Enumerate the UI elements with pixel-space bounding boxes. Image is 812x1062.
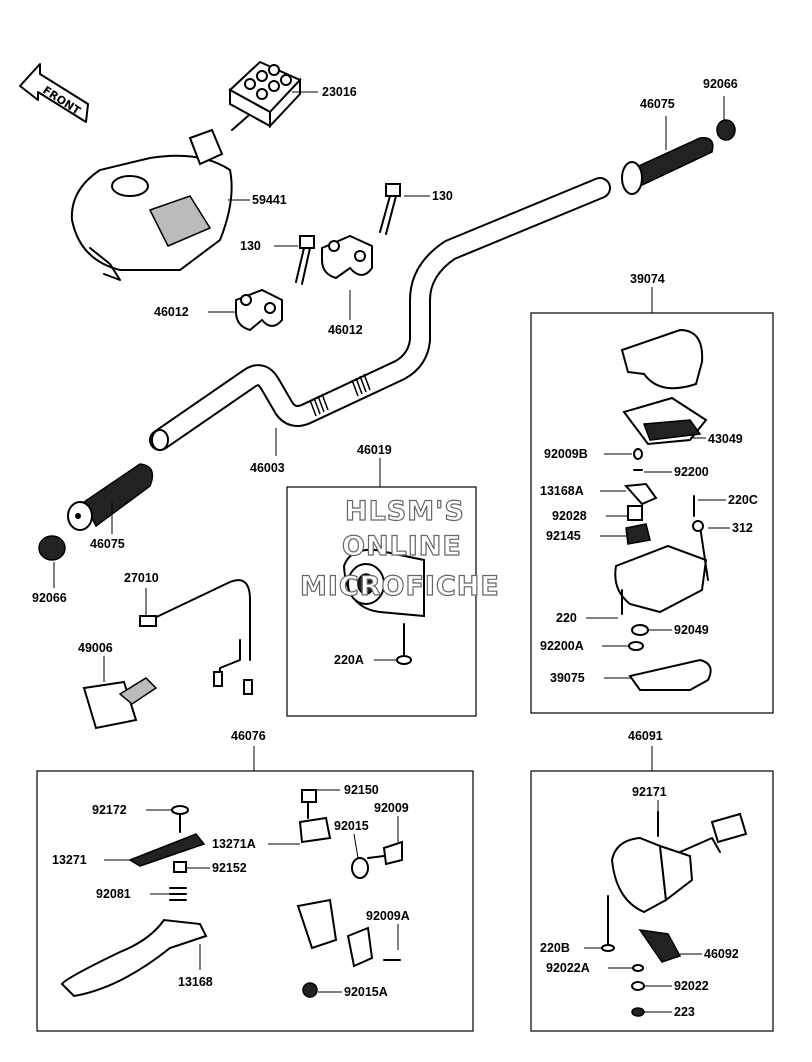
throttle-parts bbox=[614, 328, 712, 691]
housing-46019 bbox=[342, 548, 425, 618]
screw-220A bbox=[396, 623, 412, 665]
watermark-line-3: MICROFICHE bbox=[300, 571, 500, 602]
holder-upper bbox=[235, 234, 373, 332]
label-46076: 46076 bbox=[231, 729, 266, 743]
label-92066-b: 92066 bbox=[32, 591, 67, 605]
label-92049: 92049 bbox=[674, 623, 709, 637]
label-49006: 49006 bbox=[78, 641, 113, 655]
watermark: HLSM'S ONLINE MICROFICHE bbox=[299, 495, 500, 602]
label-92145: 92145 bbox=[546, 529, 581, 543]
label-92022: 92022 bbox=[674, 979, 709, 993]
label-92150: 92150 bbox=[344, 783, 379, 797]
label-92009B: 92009B bbox=[544, 447, 588, 461]
label-220: 220 bbox=[556, 611, 577, 625]
watermark-line-2: ONLINE bbox=[342, 531, 462, 562]
boot bbox=[82, 677, 158, 730]
label-23016: 23016 bbox=[322, 85, 357, 99]
label-13168: 13168 bbox=[178, 975, 213, 989]
front-arrow-icon: FRONT bbox=[19, 63, 89, 123]
label-220A: 220A bbox=[334, 653, 364, 667]
bolt-130-b bbox=[379, 183, 401, 235]
watermark-line-1: HLSM'S bbox=[345, 496, 465, 527]
label-39075: 39075 bbox=[550, 671, 585, 685]
label-92009A: 92009A bbox=[366, 909, 410, 923]
label-92015A: 92015A bbox=[344, 985, 388, 999]
label-92066-a: 92066 bbox=[703, 77, 738, 91]
label-92028: 92028 bbox=[552, 509, 587, 523]
label-46003: 46003 bbox=[250, 461, 285, 475]
label-130-b: 130 bbox=[432, 189, 453, 203]
label-92200A: 92200A bbox=[540, 639, 584, 653]
part-labels: 23016 59441 130 130 46012 46012 46003 92… bbox=[32, 77, 758, 1019]
box-46019 bbox=[286, 486, 477, 717]
label-92200: 92200 bbox=[674, 465, 709, 479]
label-92081: 92081 bbox=[96, 887, 131, 901]
label-46075-b: 46075 bbox=[90, 537, 125, 551]
box-46076 bbox=[36, 770, 474, 1032]
lever-assembly bbox=[60, 789, 403, 998]
label-13271: 13271 bbox=[52, 853, 87, 867]
label-92152: 92152 bbox=[212, 861, 247, 875]
grip-left bbox=[38, 463, 154, 561]
label-92015: 92015 bbox=[334, 819, 369, 833]
label-46019: 46019 bbox=[357, 443, 392, 457]
throttle-cable bbox=[139, 579, 253, 695]
switch-assembly bbox=[601, 811, 748, 1017]
label-220C: 220C bbox=[728, 493, 758, 507]
label-13271A: 13271A bbox=[212, 837, 256, 851]
label-39074: 39074 bbox=[630, 272, 665, 286]
label-46091: 46091 bbox=[628, 729, 663, 743]
bolt-130-a bbox=[295, 235, 315, 285]
grip-right bbox=[621, 119, 736, 195]
label-220B: 220B bbox=[540, 941, 570, 955]
handlebar bbox=[149, 177, 611, 451]
label-130-a: 130 bbox=[240, 239, 261, 253]
label-13168A: 13168A bbox=[540, 484, 584, 498]
label-59441: 59441 bbox=[252, 193, 287, 207]
label-27010: 27010 bbox=[124, 571, 159, 585]
label-92022A: 92022A bbox=[546, 961, 590, 975]
label-92171: 92171 bbox=[632, 785, 667, 799]
label-223: 223 bbox=[674, 1005, 695, 1019]
connector-switch bbox=[188, 60, 302, 166]
label-43049: 43049 bbox=[708, 432, 743, 446]
label-312: 312 bbox=[732, 521, 753, 535]
label-46012-a: 46012 bbox=[154, 305, 189, 319]
leader-lines bbox=[53, 91, 730, 1013]
label-46012-b: 46012 bbox=[328, 323, 363, 337]
handlebar-cover bbox=[70, 154, 233, 281]
label-46075-a: 46075 bbox=[640, 97, 675, 111]
label-92009: 92009 bbox=[374, 801, 409, 815]
label-46092: 46092 bbox=[704, 947, 739, 961]
label-92172: 92172 bbox=[92, 803, 127, 817]
